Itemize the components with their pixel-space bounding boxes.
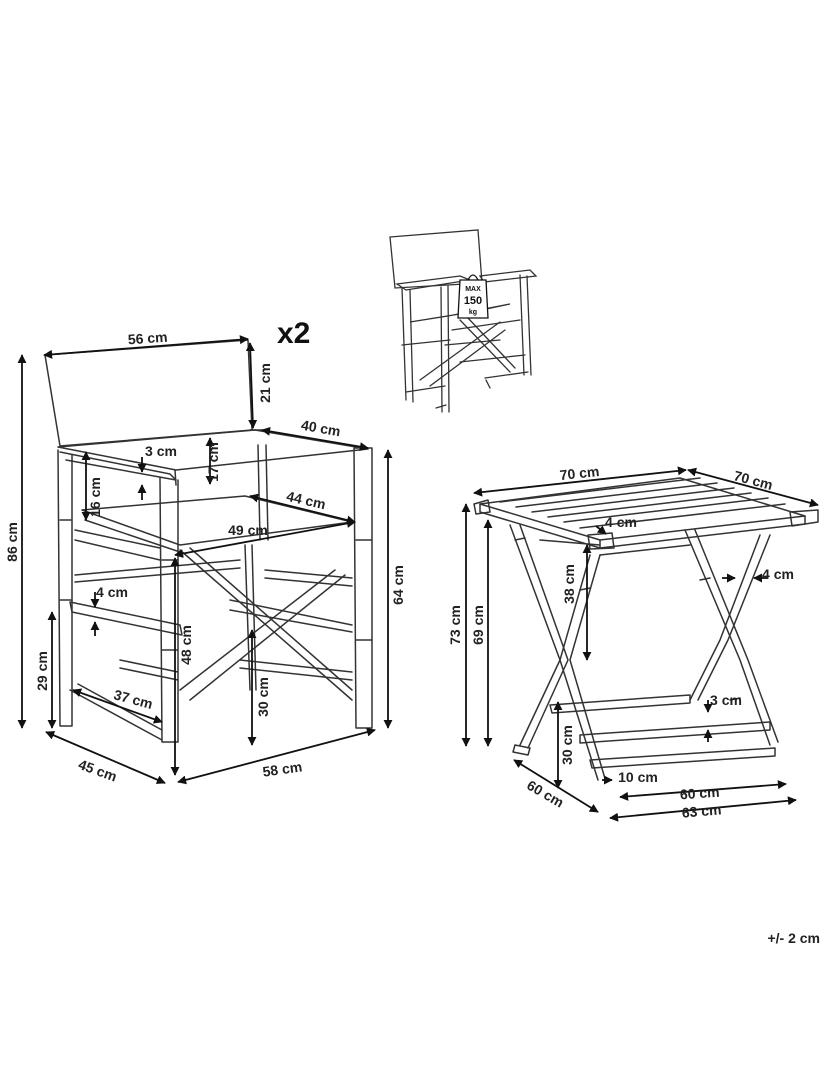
table-top-thickness-label: 4 cm [605,514,637,530]
table-rail-thickness-label: 3 cm [710,692,742,708]
table-outer-width-label: 63 cm [681,801,722,820]
table-dimension-lines [461,466,819,822]
seat-width-label: 49 cm [228,522,268,538]
chair-drawing [44,339,373,743]
badge-max-label: MAX [465,286,481,293]
chair-dimension-labels: 56 cm 21 cm 40 cm 3 cm 17 cm 16 cm 44 cm… [4,329,406,785]
table-leg-thickness-label: 4 cm [762,566,794,582]
badge-weight-value: 150 [464,295,482,307]
table-top-depth-label: 70 cm [732,467,774,493]
armrest-thickness-label: 3 cm [145,443,177,459]
chair-small-arrows [90,457,147,636]
armrest-height-label: 64 cm [390,565,406,605]
chair-dimension-lines [17,335,393,785]
back-to-armrest-label: 17 cm [205,442,221,482]
quantity-label: x2 [277,317,310,350]
seat-depth-label: 44 cm [285,488,327,513]
lower-rail-height-label: 29 cm [34,651,50,691]
armrest-to-seat-label: 16 cm [87,477,103,517]
small-chair-illustration [389,229,538,413]
inner-rail-height-label: 30 cm [255,677,271,717]
seat-height-label: 48 cm [178,625,194,665]
table-depth-label: 60 cm [524,777,566,811]
backrest-width-label: 56 cm [127,329,168,348]
rail-length-label: 37 cm [112,686,154,712]
table-small-arrows [595,525,768,785]
table-dimension-labels: 70 cm 70 cm 4 cm 4 cm 38 cm 73 cm 69 cm … [447,463,794,821]
table-rail-height-label: 30 cm [559,725,575,765]
max-weight-badge: MAX 150 kg [457,274,489,319]
armrest-depth-label: 40 cm [300,417,342,440]
table-top-width-label: 70 cm [559,463,600,483]
table-drawing [473,477,819,783]
total-height-label: 86 cm [4,522,20,562]
badge-unit-label: kg [469,309,477,316]
chair-width-label: 58 cm [262,758,304,779]
table-foot-height-label: 10 cm [618,769,658,785]
under-top-height-label: 38 cm [561,564,577,604]
tolerance-note: +/- 2 cm [767,930,820,946]
backrest-height-label: 21 cm [257,363,273,403]
table-frame-height-label: 69 cm [470,605,486,645]
rail-thickness-label: 4 cm [96,584,128,600]
table-total-height-label: 73 cm [447,605,463,645]
table-inner-width-label: 60 cm [679,784,720,803]
